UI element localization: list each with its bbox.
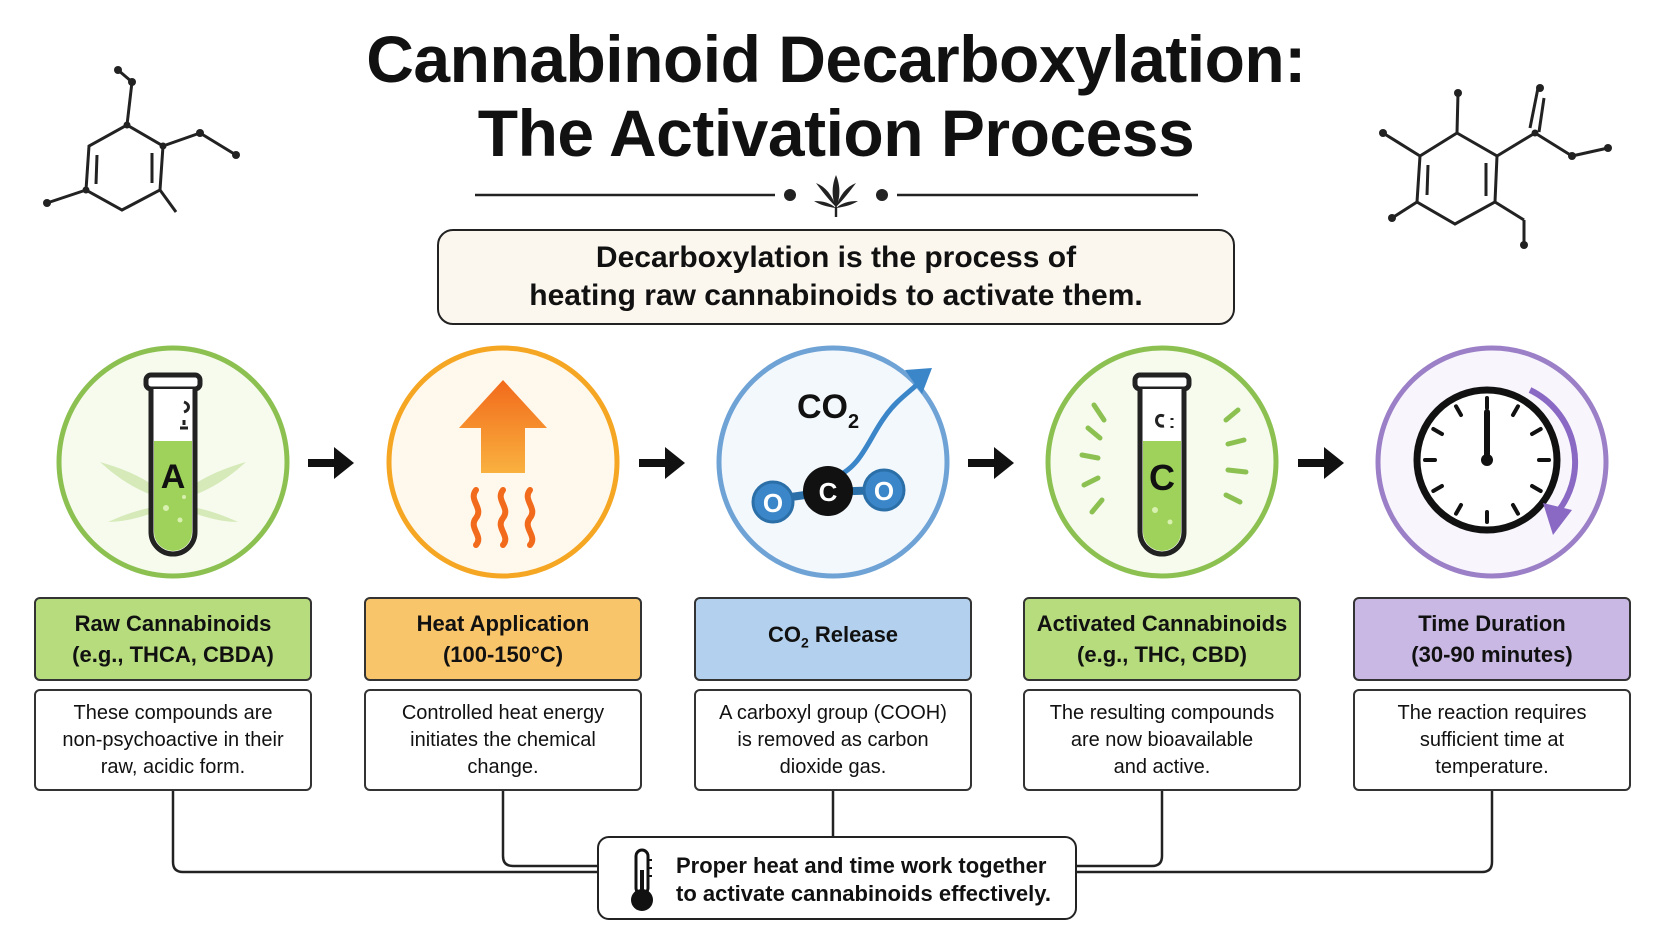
- clock-tick: [1530, 484, 1543, 493]
- test-tube-icon: C: [1079, 372, 1249, 557]
- description-line: dioxide gas.: [779, 755, 887, 778]
- step-label-title: CO2 Release: [768, 619, 898, 658]
- title-divider: [475, 175, 1198, 217]
- svg-text:2: 2: [848, 411, 859, 433]
- definition-line-1: Decarboxylation is the process of: [595, 241, 1077, 274]
- step-label-title: Heat Application: [416, 611, 590, 636]
- step-label-heat-application: Heat Application (100-150°C): [364, 597, 642, 681]
- clock-tick: [1431, 427, 1444, 436]
- step-description-1: These compounds are non-psychoactive in …: [34, 689, 312, 791]
- page-title: Cannabinoid Decarboxylation: The Activat…: [0, 22, 1672, 170]
- step-label-raw-cannabinoids: Raw Cannabinoids (e.g., THCA, CBDA): [34, 597, 312, 681]
- clock-tick: [1454, 503, 1463, 516]
- step-label-subtitle: (e.g., THCA, CBDA): [72, 642, 274, 667]
- description-line: non-psychoactive in their: [62, 728, 284, 751]
- description-line: temperature.: [1435, 755, 1549, 778]
- description-line: raw, acidic form.: [100, 755, 246, 778]
- description-line: Controlled heat energy: [401, 701, 605, 724]
- step-label-time-duration: Time Duration (30-90 minutes): [1353, 597, 1631, 681]
- description-line: The reaction requires: [1397, 701, 1587, 724]
- description-line: A carboxyl group (COOH): [719, 701, 947, 724]
- svg-text:O: O: [763, 488, 783, 518]
- heat-arrow-icon: [459, 380, 547, 548]
- step-label-title: Time Duration: [1418, 611, 1566, 636]
- step-description-2: Controlled heat energy initiates the che…: [364, 689, 642, 791]
- svg-text:C: C: [819, 477, 838, 507]
- definition-box: Decarboxylation is the process of heatin…: [437, 229, 1235, 325]
- step-label-subtitle: (e.g., THC, CBD): [1077, 642, 1247, 667]
- summary-line-2: to activate cannabinoids effectively.: [676, 881, 1051, 906]
- svg-text:A: A: [161, 458, 186, 496]
- clock-tick: [1431, 484, 1444, 493]
- summary-line-1: Proper heat and time work together: [676, 853, 1047, 878]
- co2-label-subscript: 2: [800, 634, 809, 651]
- step-description-5: The reaction requires sufficient time at…: [1353, 689, 1631, 791]
- description-line: sufficient time at: [1419, 728, 1565, 751]
- step-circle-3: [716, 345, 950, 579]
- step-label-subtitle: (100-150°C): [442, 642, 564, 667]
- step-label-title: Raw Cannabinoids: [74, 611, 272, 636]
- description-line: is removed as carbon: [737, 728, 929, 751]
- title-line-1: Cannabinoid Decarboxylation:: [366, 22, 1306, 96]
- co2-label-rest: Release: [808, 622, 899, 648]
- clock-tick: [1511, 503, 1520, 516]
- description-line: change.: [467, 755, 539, 778]
- co2-molecule-icon: CO 2 O O C: [751, 368, 932, 524]
- summary-text: Proper heat and time work together to ac…: [676, 852, 1051, 908]
- connector-lines: [171, 791, 1494, 874]
- title-line-2: The Activation Process: [477, 96, 1195, 170]
- step-label-activated-cannabinoids: Activated Cannabinoids (e.g., THC, CBD): [1023, 597, 1301, 681]
- step-description-3: A carboxyl group (COOH) is removed as ca…: [694, 689, 972, 791]
- description-line: The resulting compounds: [1049, 701, 1275, 724]
- description-line: and active.: [1113, 755, 1211, 778]
- cannabis-leaf-icon: [814, 175, 858, 217]
- clock-icon: [1413, 386, 1579, 535]
- step-label-co2-release: CO2 Release: [694, 597, 972, 681]
- clock-tick: [1511, 404, 1520, 417]
- test-tube-icon: A: [100, 372, 246, 557]
- svg-text:CO: CO: [797, 388, 848, 426]
- step-label-subtitle: (30-90 minutes): [1411, 642, 1573, 667]
- description-line: initiates the chemical: [410, 728, 596, 751]
- clock-tick: [1454, 404, 1463, 417]
- step-label-title: Activated Cannabinoids: [1036, 611, 1288, 636]
- step-description-4: The resulting compounds are now bioavail…: [1023, 689, 1301, 791]
- summary-box: Proper heat and time work together to ac…: [597, 836, 1077, 920]
- description-line: These compounds are: [73, 701, 273, 724]
- co2-label-co: CO: [767, 622, 801, 648]
- thermometer-icon: [631, 848, 653, 911]
- molecule-right-decoration: [1382, 87, 1609, 245]
- definition-line-2: heating raw cannabinoids to activate the…: [529, 279, 1143, 312]
- clock-tick: [1530, 427, 1543, 436]
- svg-text:C: C: [1149, 457, 1175, 498]
- svg-text:O: O: [874, 476, 894, 506]
- right-arrow-icon: [308, 447, 1344, 479]
- description-line: are now bioavailable: [1070, 728, 1254, 751]
